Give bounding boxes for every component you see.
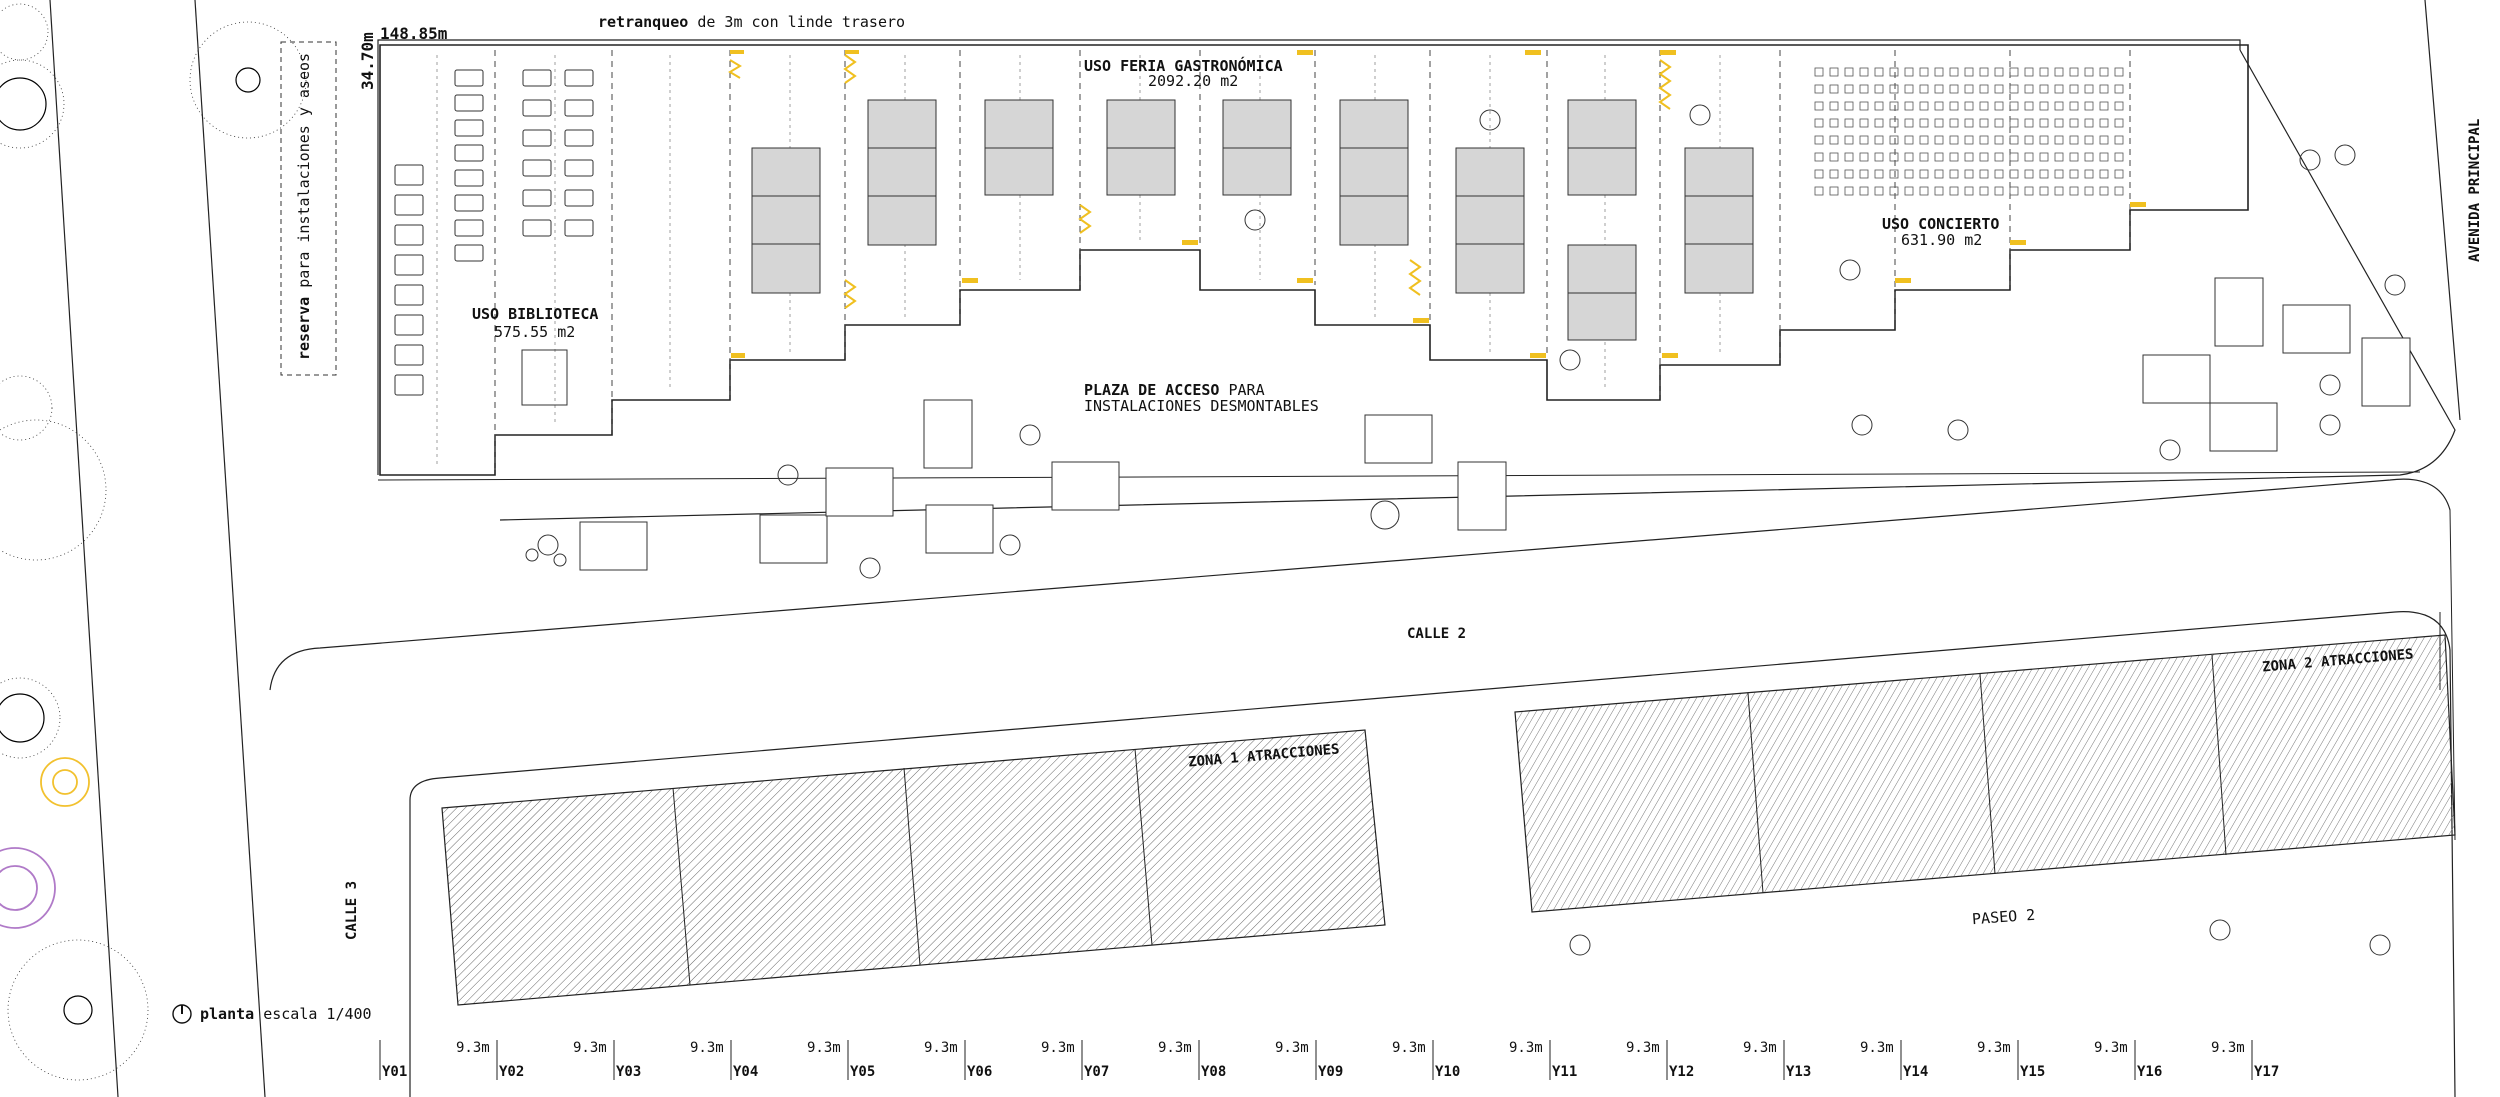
tree-icon bbox=[0, 3, 307, 1081]
plaza-label-line1: PLAZA DE ACCESO PARA bbox=[1084, 381, 1265, 399]
grid-axis-label: Y10 bbox=[1435, 1064, 1461, 1080]
calle2-top-edge bbox=[269, 478, 2451, 691]
grid-axis-label: Y07 bbox=[1084, 1064, 1110, 1080]
grid-axis-label: Y03 bbox=[616, 1064, 642, 1080]
avenida-label: AVENIDA PRINCIPAL bbox=[2467, 118, 2483, 262]
calle2-label: CALLE 2 bbox=[1407, 626, 1467, 642]
grid-spacing-label: 9.3m bbox=[1626, 1040, 1660, 1056]
tree-icon bbox=[0, 67, 261, 1025]
scale-legend: planta escala 1/400 bbox=[200, 1005, 372, 1023]
calle3-label: CALLE 3 bbox=[344, 880, 360, 940]
north-arrow-icon bbox=[172, 1004, 192, 1024]
grid-axis-label: Y12 bbox=[1669, 1064, 1695, 1080]
tree-icon bbox=[0, 847, 56, 929]
uso-biblioteca-title: USO BIBLIOTECA bbox=[472, 305, 599, 323]
zona2-attractions-area bbox=[1514, 634, 2456, 913]
reserve-label: reserva para instalaciones y aseos bbox=[295, 52, 313, 360]
grid-axis-label: Y08 bbox=[1201, 1064, 1227, 1080]
uso-biblioteca-area: 575.55 m2 bbox=[494, 323, 576, 341]
grid-axis-label: Y17 bbox=[2254, 1064, 2280, 1080]
grid-spacing-label: 9.3m bbox=[807, 1040, 841, 1056]
grid-spacing-label: 9.3m bbox=[2094, 1040, 2128, 1056]
left-road-edge-inner bbox=[194, 0, 266, 1097]
plaza-kiosks bbox=[579, 277, 2411, 571]
grid-axis-label: Y06 bbox=[967, 1064, 993, 1080]
grid-axis-label: Y09 bbox=[1318, 1064, 1344, 1080]
uso-concierto-title: USO CONCIERTO bbox=[1882, 215, 2000, 233]
grid-spacing-label: 9.3m bbox=[1275, 1040, 1309, 1056]
grid-spacing-label: 9.3m bbox=[2211, 1040, 2245, 1056]
avenida-edge bbox=[2424, 0, 2461, 421]
dimension-width: 148.85m bbox=[380, 24, 448, 43]
concert-seating bbox=[1814, 67, 2124, 196]
grid-axis-label: Y01 bbox=[382, 1064, 408, 1080]
plaza-label-line2: INSTALACIONES DESMONTABLES bbox=[1084, 397, 1319, 415]
uso-feria-area: 2092.20 m2 bbox=[1148, 72, 1239, 90]
top-note: retranqueo de 3m con linde trasero bbox=[598, 13, 906, 31]
tree-icon bbox=[525, 104, 2406, 956]
grid-axis-label: Y15 bbox=[2020, 1064, 2046, 1080]
grid-spacing-label: 9.3m bbox=[573, 1040, 607, 1056]
grid-spacing-label: 9.3m bbox=[1743, 1040, 1777, 1056]
tree-icon bbox=[40, 757, 90, 807]
zona1-attractions-area bbox=[441, 729, 1386, 1006]
dimension-height: 34.70m bbox=[358, 32, 377, 90]
grid-spacing-label: 9.3m bbox=[1509, 1040, 1543, 1056]
grid-spacing-label: 9.3m bbox=[456, 1040, 490, 1056]
grid-spacing-label: 9.3m bbox=[924, 1040, 958, 1056]
grid-axis-label: Y04 bbox=[733, 1064, 759, 1080]
yellow-accent-marks bbox=[730, 50, 2146, 358]
uso-concierto-area: 631.90 m2 bbox=[1901, 231, 1983, 249]
library-tables bbox=[394, 69, 594, 406]
grid-axis-label: Y02 bbox=[499, 1064, 525, 1080]
uso-feria-title: USO FERIA GASTRONÓMICA bbox=[1084, 57, 1283, 75]
grid-axis-label: Y16 bbox=[2137, 1064, 2163, 1080]
grid-axis-label: Y13 bbox=[1786, 1064, 1812, 1080]
reserve-area bbox=[280, 41, 337, 376]
grid-axis-label: Y11 bbox=[1552, 1064, 1578, 1080]
grid-spacing-label: 9.3m bbox=[1977, 1040, 2011, 1056]
grid-spacing-label: 9.3m bbox=[1041, 1040, 1075, 1056]
grid-axis-label: Y14 bbox=[1903, 1064, 1929, 1080]
grid-axis-label: Y05 bbox=[850, 1064, 876, 1080]
grid-spacing-label: 9.3m bbox=[1860, 1040, 1894, 1056]
module-dividers bbox=[494, 50, 2131, 470]
grid-spacing-label: 9.3m bbox=[1392, 1040, 1426, 1056]
grid-axes bbox=[379, 1040, 2253, 1080]
attractions-block bbox=[409, 611, 2456, 1097]
grid-spacing-label: 9.3m bbox=[1158, 1040, 1192, 1056]
grid-spacing-label: 9.3m bbox=[690, 1040, 724, 1056]
site-bottom-edge bbox=[377, 471, 2421, 481]
food-stalls bbox=[751, 99, 1754, 341]
yellow-zigzags bbox=[728, 54, 1672, 309]
left-road-edge-outer bbox=[49, 0, 119, 1097]
